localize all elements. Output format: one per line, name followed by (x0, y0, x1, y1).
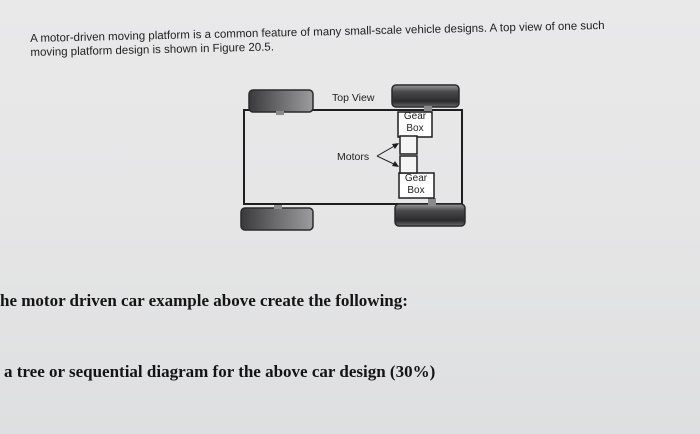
wheel-front-right (391, 84, 460, 108)
gearbox-top (397, 111, 433, 138)
motors-arrowhead-lower (392, 161, 399, 167)
wheel-rear-right (394, 203, 466, 227)
gearbox-top-label: Gear Box (403, 111, 427, 134)
motor-bottom (399, 155, 418, 174)
motor-top (399, 135, 418, 155)
motors-arrowhead-upper (392, 143, 399, 149)
axle-front-left (276, 111, 284, 115)
motors-label: Motors (337, 151, 370, 163)
chassis-frame (243, 109, 463, 205)
intro-paragraph: A motor-driven moving platform is a comm… (30, 17, 690, 60)
platform-top-view-figure: Top View Motors Gear Box Gear Box (236, 84, 476, 234)
question-item: a tree or sequential diagram for the abo… (4, 362, 436, 381)
platform-diagram (240, 84, 466, 231)
wheel-front-left (248, 89, 314, 113)
top-view-label: Top View (332, 92, 375, 104)
question-intro: he motor driven car example above create… (0, 291, 408, 310)
axle-rear-right (428, 198, 436, 205)
gearbox-bottom-label: Gear Box (404, 173, 428, 196)
axle-front-right (424, 106, 432, 112)
axle-rear-left (274, 205, 282, 209)
wheel-rear-left (240, 207, 314, 231)
